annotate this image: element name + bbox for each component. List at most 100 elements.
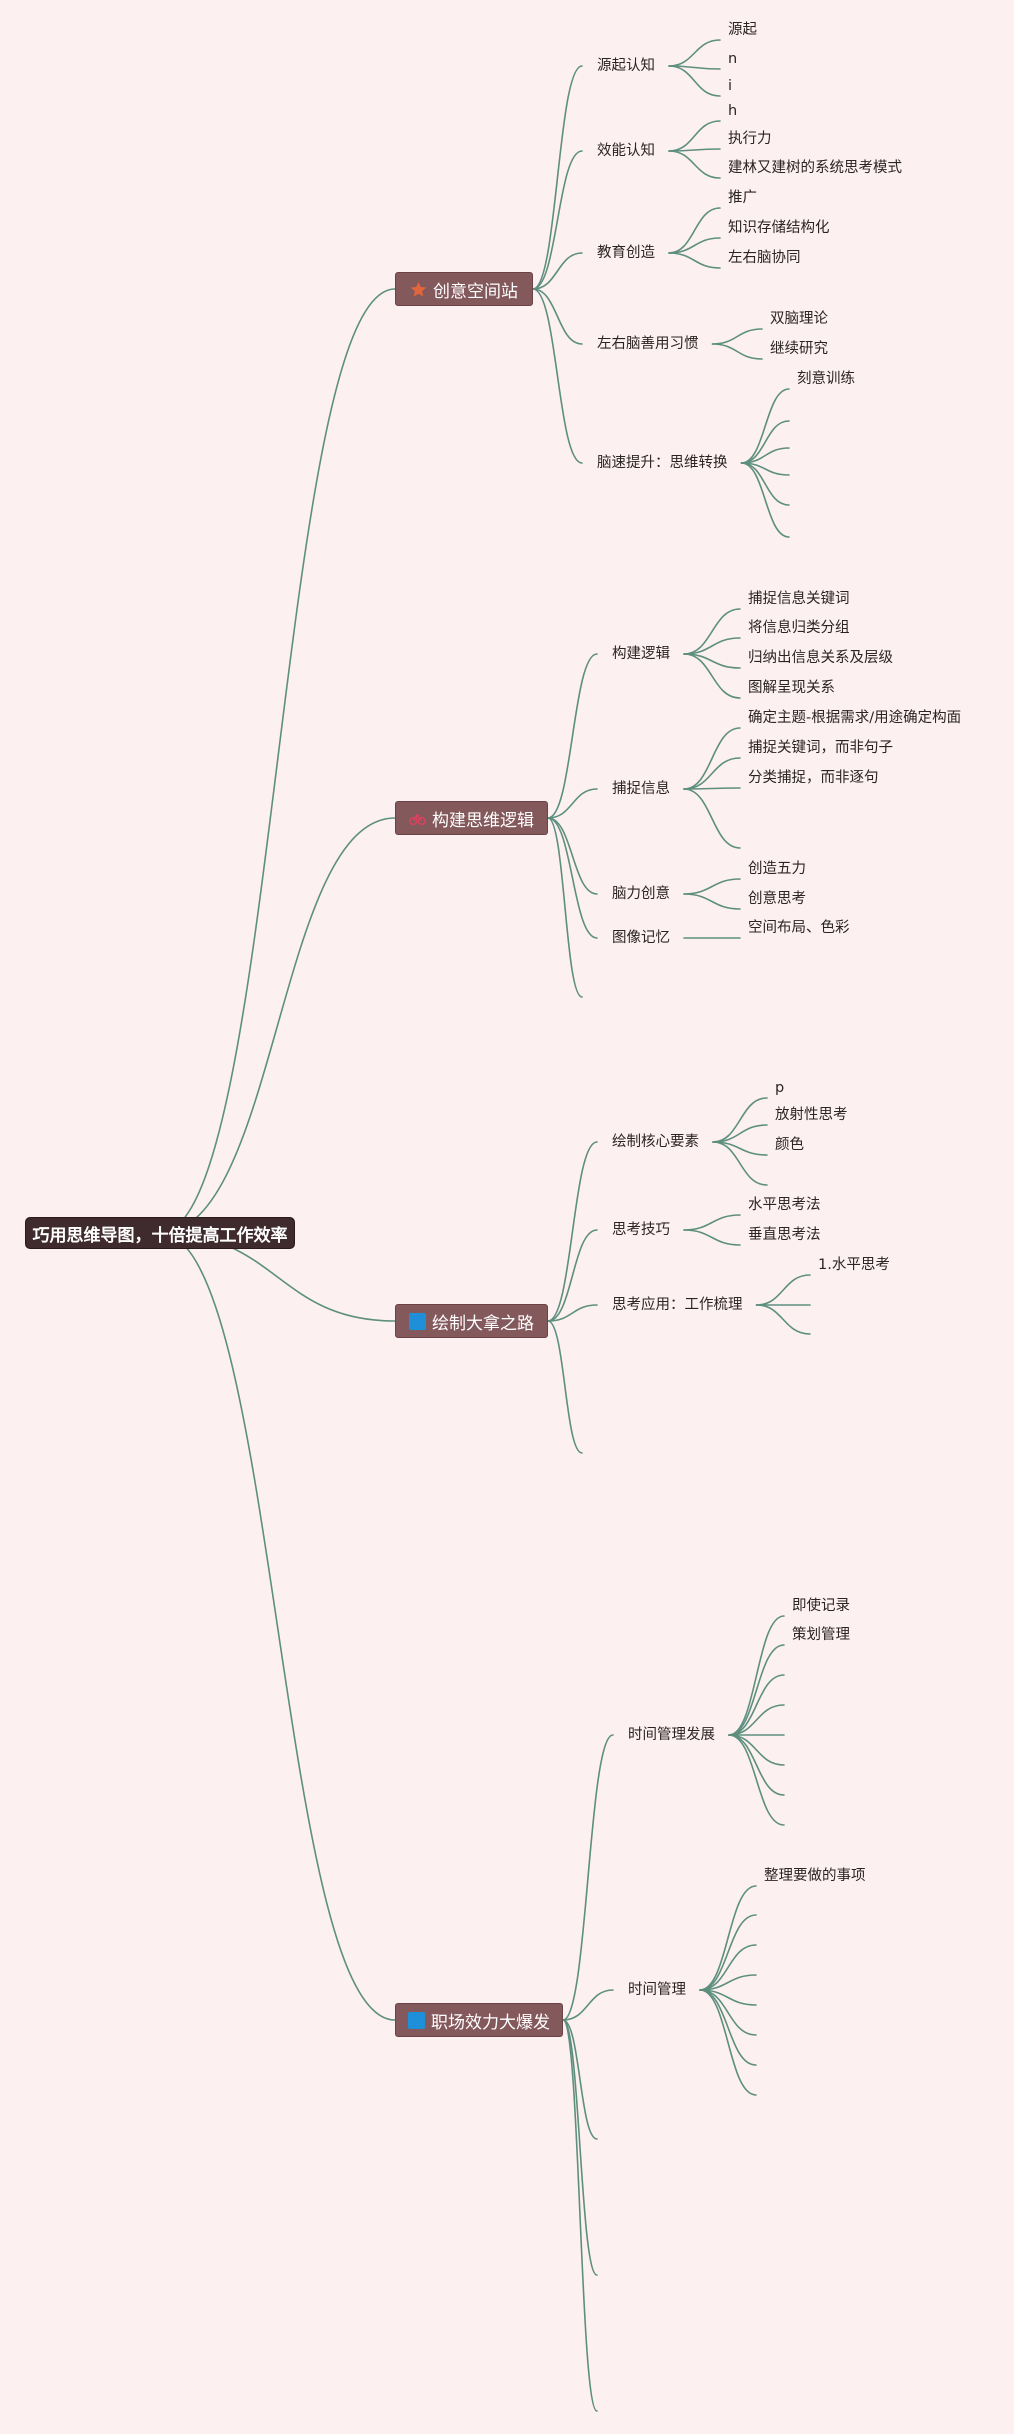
connector-line <box>683 1229 741 1246</box>
subtopic-node[interactable]: 颜色 <box>775 1137 804 1153</box>
connector-line <box>159 1232 396 2021</box>
subtopic-node[interactable]: 将信息归类分组 <box>748 620 850 636</box>
connector-line <box>562 2019 598 2412</box>
connector-line <box>532 288 583 464</box>
subtopic-node[interactable]: h <box>728 103 738 119</box>
topic-node[interactable]: 脑力创意 <box>612 886 670 902</box>
subtopic-node[interactable]: 创造五力 <box>748 861 806 877</box>
topic-node[interactable]: 教育创造 <box>597 245 655 261</box>
subtopic-node[interactable]: 源起 <box>728 22 757 38</box>
star-icon <box>410 281 427 297</box>
subtopic-node[interactable]: 归纳出信息关系及层级 <box>748 650 893 666</box>
topic-node[interactable]: 思考应用：工作梳理 <box>612 1297 743 1313</box>
connector-line <box>740 388 790 464</box>
connector-line <box>547 1141 598 1322</box>
branch-label: 职场效力大爆发 <box>431 2012 550 2033</box>
subtopic-node[interactable]: i <box>728 78 733 94</box>
topic-node[interactable]: 脑速提升：思维转换 <box>597 455 728 471</box>
subtopic-node[interactable]: 空间布局、色彩 <box>748 920 850 936</box>
connector-line <box>532 288 583 345</box>
branch-label: 构建思维逻辑 <box>432 810 534 831</box>
subtopic-node[interactable]: 推广 <box>728 190 757 206</box>
connector-line <box>532 65 583 290</box>
topic-node[interactable]: 构建逻辑 <box>612 646 670 662</box>
connector-line <box>728 1615 785 1736</box>
branch-topic-drawing-master[interactable]: 绘制大拿之路 <box>395 1304 548 1338</box>
subtopic-node[interactable]: 执行力 <box>728 131 772 147</box>
topic-node[interactable]: 图像记忆 <box>612 930 670 946</box>
connector-line <box>668 120 721 152</box>
subtopic-node[interactable]: 建林又建树的系统思考模式 <box>728 160 902 176</box>
subtopic-node[interactable]: 刻意训练 <box>797 371 855 387</box>
connector-line <box>699 1989 757 2096</box>
bicycle-icon <box>409 813 426 825</box>
connector-line <box>547 817 583 998</box>
subtopic-node[interactable]: 分类捕捉，而非逐句 <box>748 770 879 786</box>
connector-line <box>728 1704 785 1736</box>
subtopic-node[interactable]: 双脑理论 <box>770 311 828 327</box>
subtopic-node[interactable]: 1.水平思考 <box>818 1257 890 1273</box>
connector-line <box>711 343 763 360</box>
connector-line <box>668 252 721 269</box>
subtopic-node[interactable]: p <box>775 1080 785 1096</box>
subtopic-node[interactable]: 整理要做的事项 <box>764 1868 866 1884</box>
connector-line <box>683 893 741 910</box>
subtopic-node[interactable]: 知识存储结构化 <box>728 220 830 236</box>
topic-node[interactable]: 捕捉信息 <box>612 781 670 797</box>
connector-line <box>740 462 790 538</box>
topic-node[interactable]: 时间管理 <box>628 1982 686 1998</box>
subtopic-node[interactable]: 垂直思考法 <box>748 1227 821 1243</box>
connector-line <box>728 1674 785 1736</box>
subtopic-node[interactable]: 策划管理 <box>792 1627 850 1643</box>
subtopic-node[interactable]: 放射性思考 <box>775 1107 848 1123</box>
subtopic-node[interactable]: 左右脑协同 <box>728 250 801 266</box>
topic-node[interactable]: 时间管理发展 <box>628 1727 715 1743</box>
connector-line <box>668 65 721 97</box>
connector-line <box>683 653 741 699</box>
topic-node[interactable]: 源起认知 <box>597 58 655 74</box>
root-topic[interactable]: 巧用思维导图，十倍提高工作效率 <box>25 1217 295 1249</box>
connector-line <box>668 39 721 67</box>
subtopic-node[interactable]: 继续研究 <box>770 341 828 357</box>
connector-line <box>728 1734 785 1826</box>
connector-line <box>532 150 583 290</box>
branch-topic-thinking-logic[interactable]: 构建思维逻辑 <box>395 801 548 835</box>
subtopic-node[interactable]: 即使记录 <box>792 1598 850 1614</box>
connector-line <box>711 328 763 345</box>
subtopic-node[interactable]: 创意思考 <box>748 891 806 907</box>
connector-line <box>562 1989 614 2021</box>
connector-line <box>712 1124 768 1143</box>
connector-line <box>547 1304 598 1322</box>
connector-line <box>159 288 396 1234</box>
connector-line <box>683 788 741 849</box>
subtopic-node[interactable]: 水平思考法 <box>748 1197 821 1213</box>
subtopic-node[interactable]: 捕捉信息关键词 <box>748 591 850 607</box>
topic-node[interactable]: 效能认知 <box>597 143 655 159</box>
connector-line <box>683 727 741 790</box>
subtopic-node[interactable]: n <box>728 51 738 67</box>
connector-line <box>668 150 721 179</box>
subtopic-node[interactable]: 确定主题-根据需求/用途确定构面 <box>748 710 962 726</box>
connector-line <box>728 1734 785 1796</box>
connector-line <box>683 878 741 895</box>
connector-line <box>562 1734 614 2021</box>
subtopic-node[interactable]: 捕捉关键词，而非句子 <box>748 740 893 756</box>
connector-line <box>547 817 598 939</box>
connector-line <box>728 1644 785 1736</box>
connector-line <box>562 2019 598 2276</box>
topic-node[interactable]: 思考技巧 <box>612 1222 670 1238</box>
subtopic-node[interactable]: 图解呈现关系 <box>748 680 835 696</box>
blue-square-icon <box>408 2011 425 2029</box>
branch-topic-creative-space[interactable]: 创意空间站 <box>395 272 533 306</box>
connector-line <box>159 817 396 1234</box>
connector-line <box>532 252 583 290</box>
connector-line <box>699 1914 757 1991</box>
connector-line <box>699 1944 757 1991</box>
root-topic-label: 巧用思维导图，十倍提高工作效率 <box>32 1225 288 1246</box>
topic-node[interactable]: 左右脑善用习惯 <box>597 336 699 352</box>
topic-node[interactable]: 绘制核心要素 <box>612 1134 699 1150</box>
connector-line <box>699 1989 757 2066</box>
branch-topic-workplace-efficiency[interactable]: 职场效力大爆发 <box>395 2003 563 2037</box>
